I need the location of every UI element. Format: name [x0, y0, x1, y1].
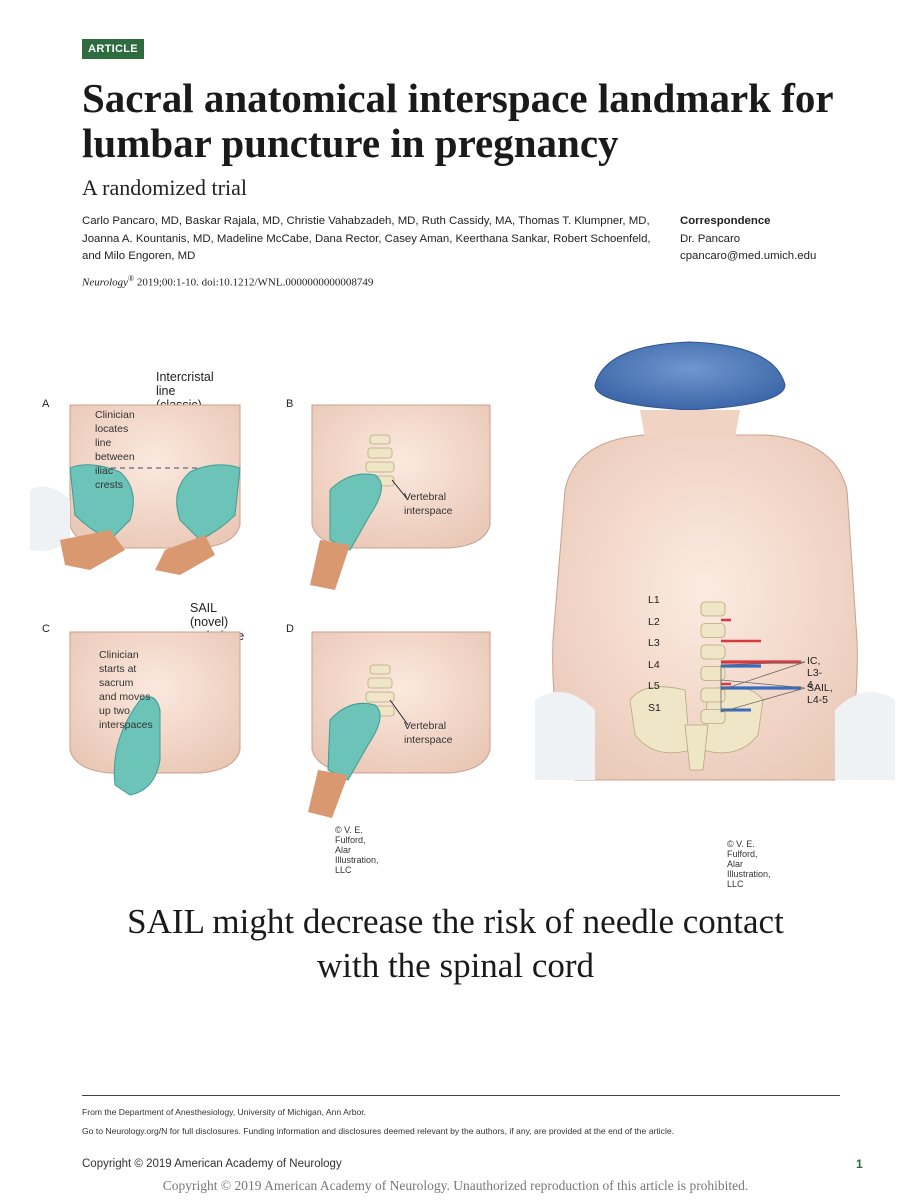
- panel-a-caption-line: Clinician locates line: [95, 409, 135, 449]
- technique-illustrations: [30, 404, 491, 818]
- spine-label-l1: L1: [648, 594, 660, 606]
- panel-letter-c: C: [42, 623, 50, 635]
- panel-c-caption-line: up two interspaces: [99, 705, 153, 731]
- spine-label-l3: L3: [648, 637, 660, 649]
- panel-c-caption-line: sacrum and moves: [99, 677, 151, 703]
- ic-label: IC, L3-4: [807, 655, 823, 691]
- vertebra-s1: [700, 709, 726, 724]
- patient-back-illustration: [535, 341, 895, 781]
- correspondence-email[interactable]: cpancaro@med.umich.edu: [680, 250, 817, 262]
- panel-letter-d: D: [286, 623, 294, 635]
- correspondence-block: Correspondence Dr. Pancaro cpancaro@med.…: [680, 213, 816, 266]
- panel-c-caption-line: Clinician starts at: [99, 649, 139, 675]
- panel-letter-b: B: [286, 398, 294, 410]
- correspondence-name: Dr. Pancaro: [680, 232, 741, 245]
- footer-disclosures: Go to Neurology.org/N for full disclosur…: [82, 1126, 675, 1136]
- article-subtitle: A randomized trial: [82, 175, 247, 200]
- figure-copyright-right: © V. E. Fulford, Alar Illustration, LLC: [727, 839, 771, 889]
- vertebra-l1: [700, 601, 726, 617]
- vertebra-l3: [700, 644, 726, 660]
- panel-letter-a: A: [42, 398, 50, 410]
- panel-b-caption-line: Vertebral: [404, 491, 447, 503]
- panel-b-caption-line: interspace: [404, 505, 453, 517]
- sail-label: SAIL, L4-5: [807, 682, 833, 706]
- figure-copyright-left: © V. E. Fulford, Alar Illustration, LLC: [335, 825, 379, 875]
- spine-label-l5: L5: [648, 680, 660, 692]
- pelvis-bone: [629, 686, 764, 771]
- panel-b-caption: Vertebral interspace: [404, 490, 452, 518]
- panel-d-illustration: [308, 631, 491, 818]
- vertebra-l4: [700, 666, 726, 681]
- spine-label-s1: S1: [648, 701, 661, 714]
- panel-c-caption: Clinician starts at sacrum and moves up …: [99, 648, 153, 732]
- author-list: Carlo Pancaro, MD, Baskar Rajala, MD, Ch…: [82, 215, 651, 262]
- correspondence-label: Correspondence: [680, 215, 771, 227]
- citation-details: 2019;00:1-10. doi:10.1212/WNL.0000000000…: [134, 276, 374, 289]
- journal-mark: ®: [128, 274, 135, 283]
- article-badge: ARTICLE: [82, 39, 144, 59]
- tagline-line-1: SAIL might decrease the risk of needle c…: [127, 902, 784, 941]
- panel-d-caption-line: interspace: [404, 734, 453, 746]
- footer-copyright: Copyright © 2019 American Academy of Neu…: [82, 1158, 342, 1170]
- spine-label-l2: L2: [648, 615, 660, 628]
- panel-c-illustration: [69, 631, 241, 796]
- article-title: Sacral anatomical interspace landmark fo…: [82, 75, 833, 166]
- panel-d-caption: Vertebral interspace: [404, 719, 452, 747]
- panel-a-caption: Clinician locates line between iliac cre…: [95, 408, 135, 492]
- journal-name: Neurology: [82, 276, 129, 289]
- citation: Neurology® 2019;00:1-10. doi:10.1212/WNL…: [82, 274, 373, 289]
- footer-rule: [82, 1095, 840, 1096]
- panel-b-illustration: [310, 404, 491, 590]
- copyright-watermark: Copyright © 2019 American Academy of Neu…: [162, 1178, 749, 1193]
- panel-d-caption-line: Vertebral: [404, 720, 447, 732]
- vertebra-l5: [700, 687, 726, 703]
- page-number: 1: [856, 1157, 863, 1171]
- tagline: SAIL might decrease the risk of needle c…: [0, 900, 911, 988]
- tagline-line-2: with the spinal cord: [316, 946, 595, 985]
- level-lines: [721, 618, 801, 712]
- vertebra-l2: [700, 623, 726, 638]
- panel-a-illustration: [30, 404, 241, 575]
- spine-vertebrae: [700, 601, 726, 724]
- panel-a-caption-line: between iliac crests: [95, 451, 135, 491]
- footer-affiliation: From the Department of Anesthesiology, U…: [82, 1107, 367, 1117]
- spine-label-l4: L4: [648, 658, 660, 671]
